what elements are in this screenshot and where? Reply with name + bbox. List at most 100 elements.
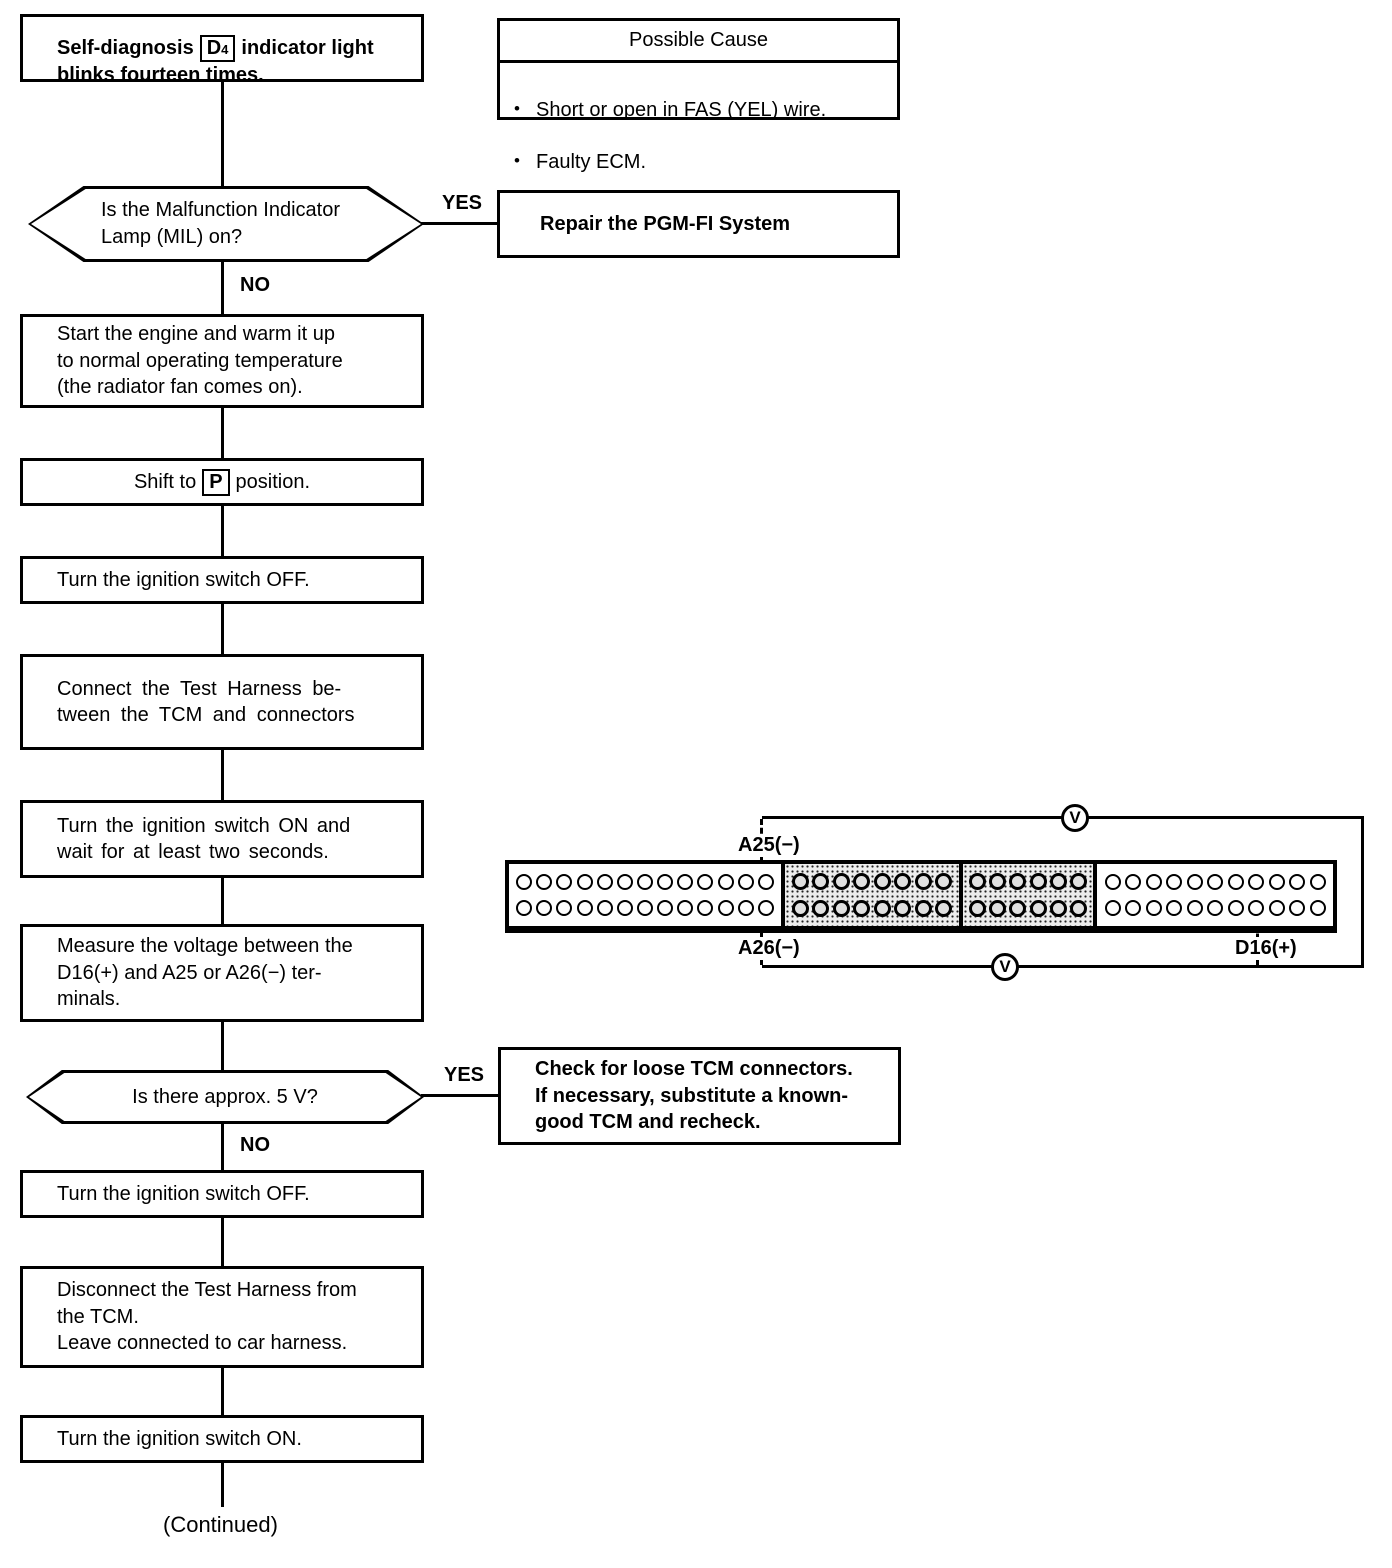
connector-pin <box>1029 899 1047 917</box>
section-divider <box>959 864 963 926</box>
connector-section-c <box>963 864 1093 926</box>
terminal-label-a25: A25(−) <box>735 834 803 857</box>
connector-pin <box>1145 900 1162 916</box>
step-ignition-off-text: Turn the ignition switch OFF. <box>57 568 310 591</box>
pin-row <box>509 900 781 916</box>
step-ignition-on-box: Turn the ignition switch ON. <box>20 1415 424 1463</box>
yes-connector-line <box>421 1094 498 1097</box>
connector-pin <box>1166 900 1182 916</box>
flow-line <box>221 1216 224 1268</box>
connector-pin <box>616 900 633 916</box>
connector-pin <box>1289 874 1305 890</box>
hexagon-face: Is there approx. 5 V? <box>29 1073 421 1121</box>
flow-line <box>221 260 224 314</box>
connector-pin <box>1289 900 1305 916</box>
connector-pin <box>657 900 674 916</box>
start-box-line2: blinks fourteen times. <box>57 63 264 86</box>
flow-line <box>221 406 224 460</box>
bullet-icon: • <box>514 151 520 171</box>
connector-pin <box>969 873 987 891</box>
voltmeter-symbol: V <box>999 957 1011 976</box>
check-tcm-box: Check for loose TCM connectors. If neces… <box>498 1047 901 1145</box>
possible-cause-box: Possible Cause • Short or open in FAS (Y… <box>497 18 900 173</box>
terminal-label-a26: A26(−) <box>735 937 803 960</box>
connector-pin <box>717 874 734 890</box>
section-divider <box>781 864 785 926</box>
decision-5v: Is there approx. 5 V? <box>26 1070 424 1124</box>
connector-pin <box>791 899 809 917</box>
connector-pin <box>596 874 613 890</box>
connector-pin <box>516 874 533 890</box>
connector-pin <box>832 873 850 891</box>
flow-line <box>221 1122 224 1172</box>
connector-pin <box>914 899 932 917</box>
connector-section-b <box>785 864 959 926</box>
step-warm-up-text: Start the engine and warm it up to norma… <box>57 323 343 399</box>
yes-connector-line <box>421 222 497 225</box>
connector-pin <box>1069 899 1087 917</box>
connector-pin <box>1104 900 1121 916</box>
meter-wire-right <box>1361 816 1364 968</box>
decision-mil-on: Is the Malfunction Indicator Lamp (MIL) … <box>28 186 424 262</box>
step-measure-voltage-box: Measure the voltage between the D16(+) a… <box>20 924 424 1022</box>
start-box-text: Self-diagnosis <box>57 36 194 59</box>
possible-cause-item: • Faulty ECM. <box>514 149 887 175</box>
flow-line <box>221 876 224 926</box>
flow-line <box>221 602 224 656</box>
connector-pin <box>1104 874 1121 890</box>
possible-cause-text: Short or open in FAS (YEL) wire. <box>536 99 827 122</box>
pin-row <box>963 899 1093 917</box>
d4-subscript: 4 <box>221 41 229 57</box>
connector-pin <box>1268 874 1285 890</box>
section-divider <box>1093 864 1097 926</box>
connector-pin <box>677 874 694 890</box>
pin-row <box>785 873 959 891</box>
step-ignition-on-text: Turn the ignition switch ON. <box>57 1427 302 1450</box>
connector-pin <box>737 874 754 890</box>
connector-pin <box>596 900 613 916</box>
connector-pin <box>636 900 653 916</box>
connector-pin <box>1227 900 1244 916</box>
connector-pin <box>873 899 891 917</box>
connector-pin <box>935 899 953 917</box>
connector-pin <box>616 874 633 890</box>
connector-pin <box>536 874 553 890</box>
step-connect-harness-text: Connect the Test Harness be- tween the T… <box>57 677 355 726</box>
connector-pin <box>1009 873 1027 891</box>
connector-pin <box>1125 874 1141 890</box>
connector-pin <box>791 873 809 891</box>
p-position-badge: P <box>202 468 230 496</box>
yes-label: YES <box>442 1064 487 1087</box>
step-ignition-off2-text: Turn the ignition switch OFF. <box>57 1182 310 1205</box>
connector-pin <box>556 874 573 890</box>
connector-pin <box>1207 900 1223 916</box>
flow-line <box>221 504 224 558</box>
connector-pin <box>576 874 593 890</box>
d4-letter: D <box>206 36 222 59</box>
connector-pin <box>1268 900 1285 916</box>
step-ignition-on-wait-box: Turn the ignition switch ON and wait for… <box>20 800 424 878</box>
connector-pin <box>657 874 674 890</box>
pin-row <box>785 899 959 917</box>
step-disconnect-harness-box: Disconnect the Test Harness from the TCM… <box>20 1266 424 1368</box>
connector-pin <box>894 899 912 917</box>
flow-line <box>221 1366 224 1417</box>
connector-pin <box>914 873 932 891</box>
connector-pin <box>516 900 533 916</box>
connector-pin <box>935 873 953 891</box>
connector-pin <box>969 899 987 917</box>
possible-cause-list: • Short or open in FAS (YEL) wire. • Fau… <box>500 63 897 211</box>
connector-pin <box>1186 874 1203 890</box>
connector-pin <box>556 900 573 916</box>
connector-pin <box>677 900 694 916</box>
continued-label: (Continued) <box>163 1512 278 1537</box>
connector-section-d <box>1097 864 1333 926</box>
connector-pin <box>576 900 593 916</box>
pin-row <box>509 874 781 890</box>
connector-pin <box>536 900 553 916</box>
connector-pin <box>812 873 830 891</box>
connector-pin <box>717 900 734 916</box>
d16-lead-line <box>1256 908 1259 965</box>
voltmeter-icon: V <box>1061 804 1089 832</box>
